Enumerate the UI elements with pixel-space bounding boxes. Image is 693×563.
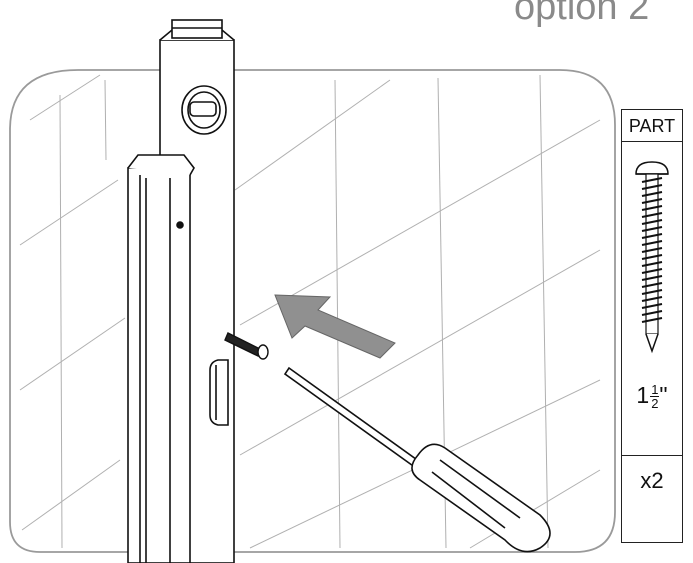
part-quantity: x2: [640, 468, 664, 493]
screw-part-icon: [635, 161, 669, 354]
part-size-unit: ": [659, 382, 668, 408]
part-size-denominator: 2: [651, 396, 659, 412]
part-title: PART: [622, 110, 682, 142]
screwdriver: [283, 366, 551, 553]
part-size-numerator: 1: [650, 382, 660, 398]
insert-arrow: [274, 294, 396, 359]
screw: [224, 332, 269, 360]
part-size-whole: 1: [636, 382, 650, 408]
bracket: [127, 154, 229, 563]
part-divider: [622, 455, 682, 456]
option-label: option 2: [514, 0, 650, 28]
